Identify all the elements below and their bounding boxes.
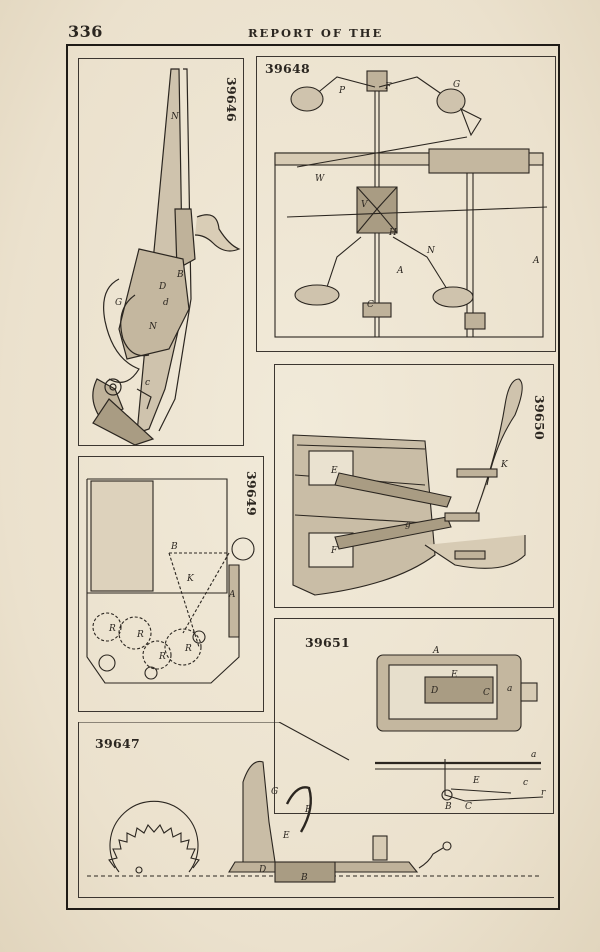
figure-39651-panel: A E D C a a E c r B C 39651 xyxy=(274,618,554,814)
letter-N-top: N xyxy=(170,112,180,122)
letter-E: E xyxy=(282,831,290,841)
figure-39650-panel: K g E F 39650 xyxy=(274,364,554,608)
letter-A-center: A xyxy=(396,266,404,276)
plow-drawing: K g E F xyxy=(292,378,526,596)
figure-39646-panel: N B D d N G c 39646 xyxy=(78,58,244,446)
letter-P-left: P xyxy=(338,86,346,96)
letter-a: a xyxy=(531,750,536,760)
letter-C-top: C xyxy=(483,688,490,698)
figure-39650-label: 39650 xyxy=(532,395,547,440)
letter-R-4: R xyxy=(184,644,192,654)
letter-c: c xyxy=(523,778,528,788)
letter-R-1: R xyxy=(108,624,116,634)
figure-39648-panel: P F G W V H N A A C 39648 xyxy=(256,56,556,352)
letter-G: G xyxy=(115,298,122,308)
letter-g: g xyxy=(405,520,411,530)
page-number: 336 xyxy=(68,22,103,41)
letter-F: F xyxy=(384,82,392,92)
figure-39649-label: 39649 xyxy=(244,471,259,516)
running-title: REPORT OF THE xyxy=(248,26,384,40)
letter-c: c xyxy=(145,378,150,388)
letter-B: B xyxy=(176,270,184,280)
letter-G: G xyxy=(271,787,278,797)
letter-K: K xyxy=(500,460,509,470)
latch-mechanism-drawing: A E D C a a E c r B C xyxy=(375,646,546,812)
letter-V: V xyxy=(361,200,369,210)
figure-39647-label: 39647 xyxy=(95,736,140,751)
letter-E-top: E xyxy=(450,670,458,680)
figure-39646-label: 39646 xyxy=(224,77,239,122)
letter-E: E xyxy=(472,776,480,786)
gun-lock-drawing: N B D d N G c xyxy=(92,68,241,445)
letter-E: E xyxy=(330,466,338,476)
letter-R-2: R xyxy=(136,630,144,640)
figure-39648-label: 39648 xyxy=(265,61,310,76)
saw-guide-drawing: G F E D B xyxy=(79,722,539,883)
letter-r: r xyxy=(541,788,546,798)
roller-mechanism-drawing: B K A R R R R xyxy=(86,478,255,684)
letter-C: C xyxy=(367,300,374,310)
letter-D: D xyxy=(430,686,438,696)
letter-N: N xyxy=(148,322,158,332)
letter-B: B xyxy=(300,873,308,883)
letter-A-right: A xyxy=(532,256,540,266)
letter-B: B xyxy=(444,802,452,812)
page-header: 336 REPORT OF THE xyxy=(0,0,600,46)
letter-R-3: R xyxy=(158,652,166,662)
letter-K: K xyxy=(186,574,195,584)
figure-39651-label: 39651 xyxy=(305,635,350,650)
letter-F: F xyxy=(304,805,312,815)
letter-C: C xyxy=(465,802,472,812)
letter-D: D xyxy=(158,282,166,292)
patent-plate: N B D d N G c 39646 xyxy=(66,44,560,910)
letter-A: A xyxy=(432,646,440,656)
letter-W: W xyxy=(315,174,325,184)
letter-B: B xyxy=(170,542,178,552)
letter-d: d xyxy=(163,298,169,308)
figure-39649-panel: B K A R R R R 39649 xyxy=(78,456,264,712)
letter-a-top: a xyxy=(507,684,512,694)
letter-G: G xyxy=(453,80,460,90)
letter-N: N xyxy=(426,246,436,256)
letter-A: A xyxy=(228,590,236,600)
letter-H: H xyxy=(388,228,397,238)
figure-39647-panel: G F E D B 39647 xyxy=(78,722,554,898)
letter-F: F xyxy=(330,546,338,556)
letter-D: D xyxy=(258,865,266,875)
governor-machine-drawing: P F G W V H N A A C xyxy=(274,70,548,338)
